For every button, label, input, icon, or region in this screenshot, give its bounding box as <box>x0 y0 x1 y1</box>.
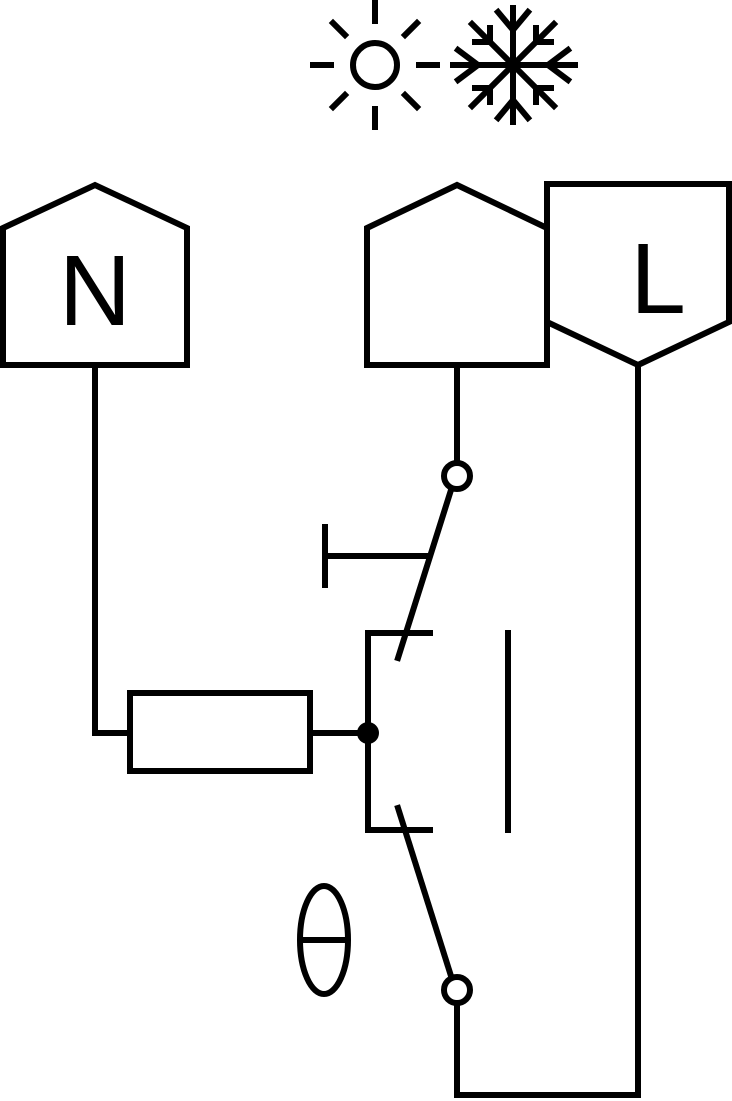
neutral-label: N <box>59 235 131 347</box>
temperature-symbol <box>297 883 351 997</box>
live-label: L <box>630 223 686 335</box>
lower-switch-blade <box>394 804 455 980</box>
live-terminal <box>544 181 732 369</box>
upper-pivot <box>441 460 473 492</box>
contact-bus <box>365 630 433 833</box>
switched-terminal <box>364 181 550 368</box>
neutral-wire <box>92 362 133 736</box>
sun-icon <box>310 0 440 130</box>
upper-switch-blade <box>394 486 455 662</box>
lower-pivot <box>441 974 473 1006</box>
snowflake-icon <box>450 5 578 125</box>
live-wire <box>454 362 641 1098</box>
neutral-terminal <box>0 181 190 368</box>
heating-resistor <box>127 690 313 774</box>
